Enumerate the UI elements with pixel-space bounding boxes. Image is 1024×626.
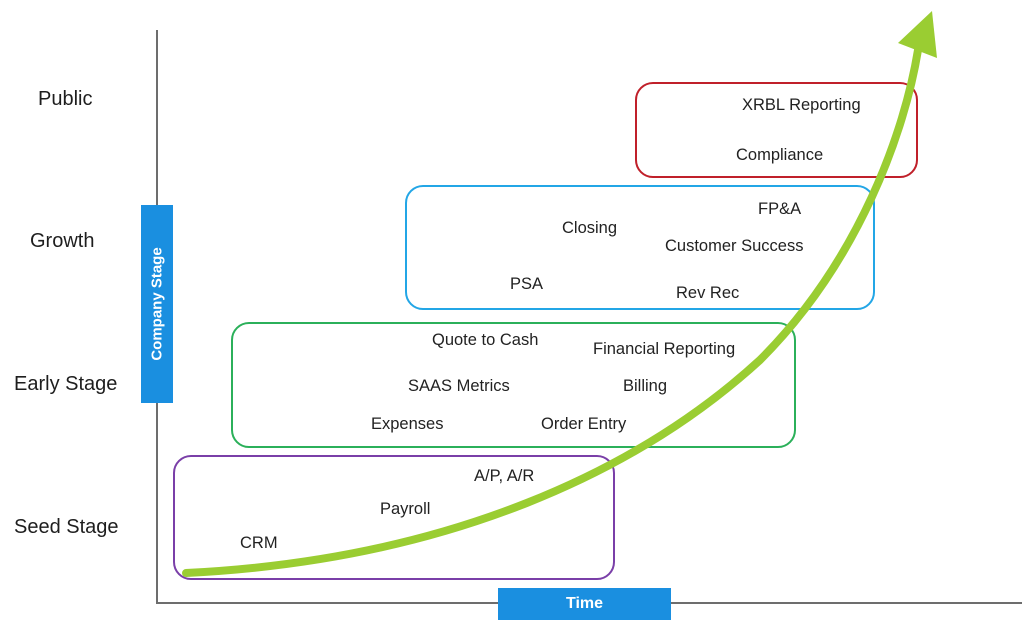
item-saas-metrics: SAAS Metrics: [408, 377, 510, 395]
item-expenses: Expenses: [371, 415, 444, 433]
item-customer-success: Customer Success: [665, 237, 804, 255]
stage-label-seed: Seed Stage: [14, 516, 119, 538]
y-axis-label-bar: [141, 205, 173, 403]
growth-curve-line: [182, 46, 922, 577]
item-crm: CRM: [240, 534, 278, 552]
arrow-head: [898, 11, 937, 58]
item-xrbl-reporting: XRBL Reporting: [742, 96, 861, 114]
stage-label-early: Early Stage: [14, 373, 118, 395]
item-psa: PSA: [510, 275, 544, 293]
item-financial-reporting: Financial Reporting: [593, 340, 736, 358]
x-axis-label: Time: [565, 595, 604, 612]
item-payroll: Payroll: [380, 500, 431, 518]
x-axis-label-bar: Time: [498, 588, 671, 620]
item-rev-rec: Rev Rec: [676, 284, 740, 302]
early-stage-box: [231, 322, 796, 448]
item-closing: Closing: [562, 219, 618, 237]
item-fpa: FP&A: [758, 200, 802, 218]
item-quote-to-cash: Quote to Cash: [432, 331, 539, 349]
seed-stage-box: [173, 455, 615, 580]
growth-stage-box: [405, 185, 875, 310]
stage-label-public: Public: [38, 88, 93, 110]
public-stage-box: [635, 82, 918, 178]
item-ap-ar: A/P, A/R: [474, 467, 535, 485]
item-compliance: Compliance: [736, 146, 824, 164]
item-order-entry: Order Entry: [541, 415, 627, 433]
item-billing: Billing: [623, 377, 668, 395]
stage-label-growth: Growth: [30, 230, 95, 252]
